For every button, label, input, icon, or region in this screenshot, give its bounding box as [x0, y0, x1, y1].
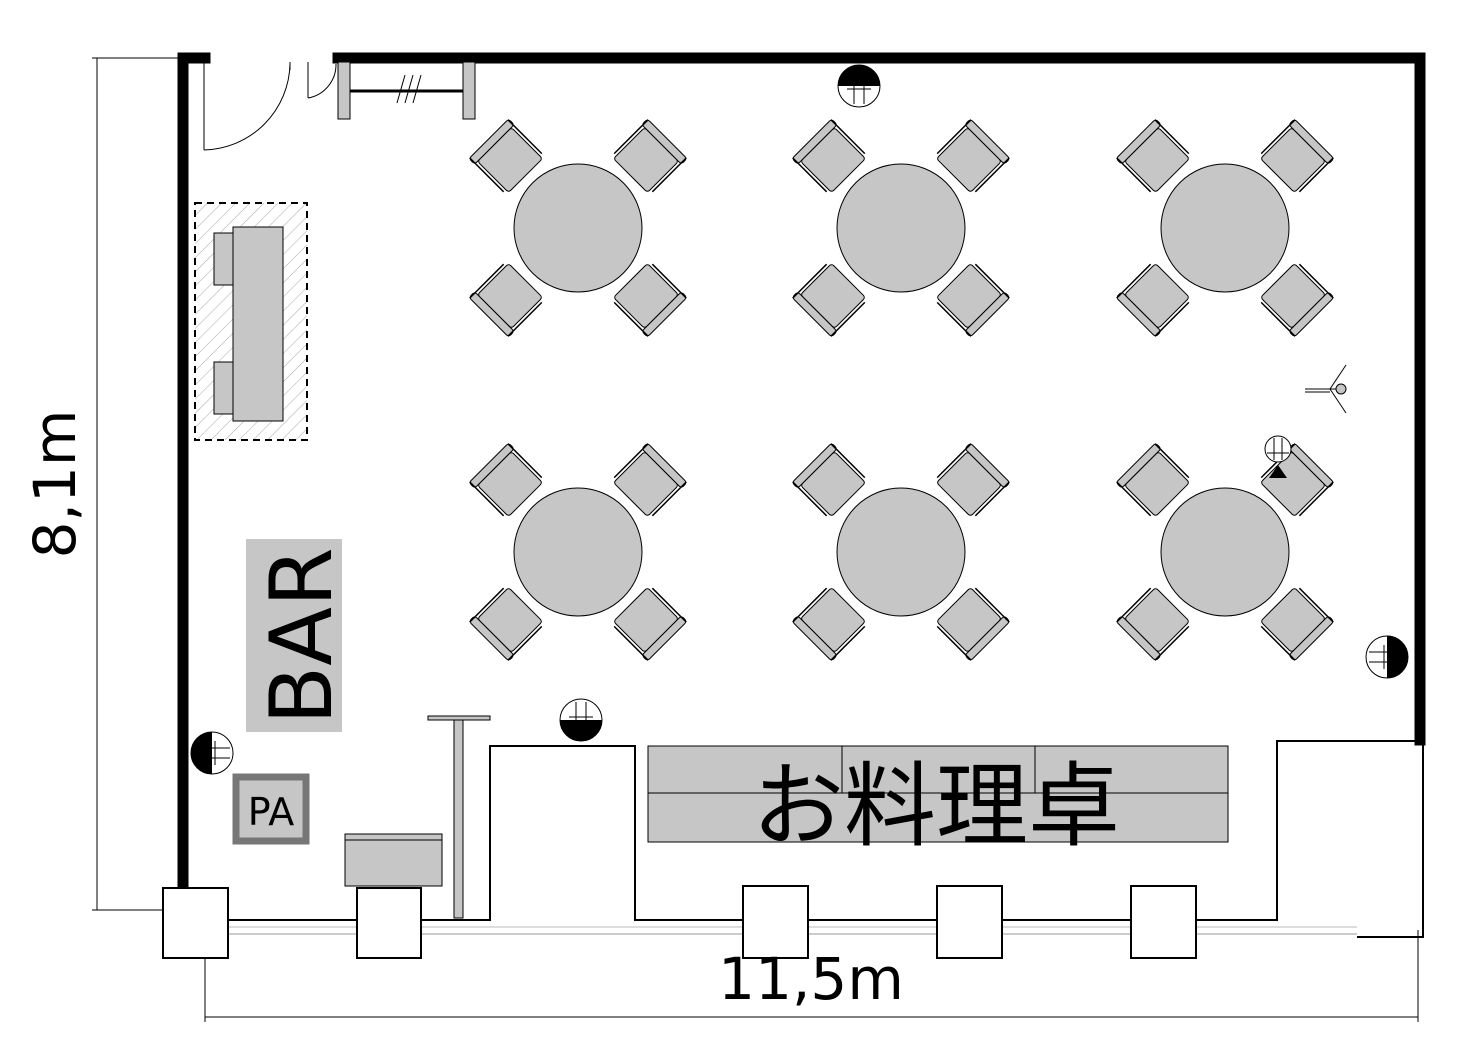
- pillars: [162, 885, 1197, 959]
- chair: [792, 119, 866, 193]
- chair: [1260, 119, 1334, 193]
- chair: [1116, 119, 1190, 193]
- sofa-area: [194, 202, 308, 441]
- chair: [1116, 263, 1190, 337]
- speaker-icon: [190, 731, 234, 775]
- walls: [177, 52, 1426, 894]
- speaker-icon: [837, 64, 881, 108]
- width-dimension-label: 11,5m: [718, 945, 904, 1013]
- bar-counter: BAR: [246, 539, 352, 732]
- chair: [1260, 587, 1334, 661]
- bar-label: BAR: [252, 547, 352, 725]
- chair: [792, 443, 866, 517]
- round-table: [513, 487, 643, 617]
- stand-pole: [427, 715, 491, 919]
- pa-label: PA: [248, 790, 294, 834]
- chair: [613, 587, 687, 661]
- pa-box: PA: [232, 773, 310, 845]
- food-table-label: お料理卓: [752, 753, 1120, 860]
- chair: [792, 587, 866, 661]
- height-dimension-label: 8,1m: [21, 410, 89, 559]
- chair: [469, 443, 543, 517]
- chair: [613, 263, 687, 337]
- speaker-icon: [559, 698, 603, 742]
- round-table-set: [469, 443, 687, 661]
- height-dimension-line: [92, 57, 178, 911]
- round-table-set: [792, 443, 1010, 661]
- round-table: [1160, 163, 1290, 293]
- speaker-icon: [1365, 635, 1409, 679]
- chair: [792, 263, 866, 337]
- food-table: お料理卓: [647, 745, 1229, 860]
- round-table-set: [1116, 443, 1334, 661]
- speakers: [190, 64, 1409, 775]
- chair: [613, 119, 687, 193]
- equipment-box: [344, 833, 443, 887]
- chair: [1116, 587, 1190, 661]
- chair: [613, 443, 687, 517]
- chair: [469, 119, 543, 193]
- chair: [936, 263, 1010, 337]
- chair: [1116, 443, 1190, 517]
- chair: [469, 587, 543, 661]
- round-table-set: [469, 119, 687, 337]
- chair: [936, 587, 1010, 661]
- round-table-set: [1116, 119, 1334, 337]
- round-table: [1160, 487, 1290, 617]
- round-table: [836, 487, 966, 617]
- microphone-stand-icon: [1305, 364, 1347, 414]
- chair: [1260, 263, 1334, 337]
- dining-tables: [469, 119, 1334, 661]
- chair: [469, 263, 543, 337]
- chair: [936, 119, 1010, 193]
- speaker-icon: [1264, 435, 1292, 478]
- round-table: [836, 163, 966, 293]
- chair: [936, 443, 1010, 517]
- round-table: [513, 163, 643, 293]
- round-table-set: [792, 119, 1010, 337]
- window-icon: [337, 61, 476, 120]
- door-swing-icon: [203, 62, 337, 151]
